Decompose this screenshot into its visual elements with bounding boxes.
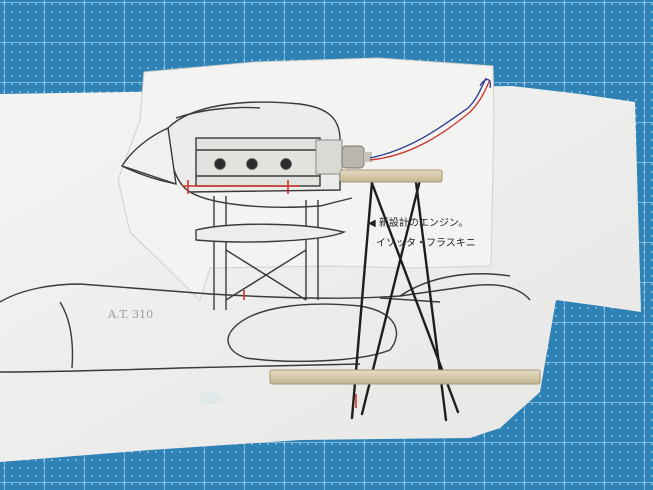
balsa-bottom-bar xyxy=(269,369,541,385)
motor-wires xyxy=(369,77,491,161)
fuselage-label: A.T. 310 xyxy=(107,308,153,321)
balsa-top-bar xyxy=(339,169,443,183)
motor xyxy=(315,139,372,175)
strut-drawing xyxy=(195,196,347,310)
fuselage-drawing xyxy=(0,273,531,373)
red-marks xyxy=(182,158,357,408)
glue-smudge xyxy=(198,392,222,404)
caption-line-2: イソッタ・フラスキニ xyxy=(376,237,476,249)
caption-line-1: ◀ 新設計のエンジン。 xyxy=(368,216,468,229)
